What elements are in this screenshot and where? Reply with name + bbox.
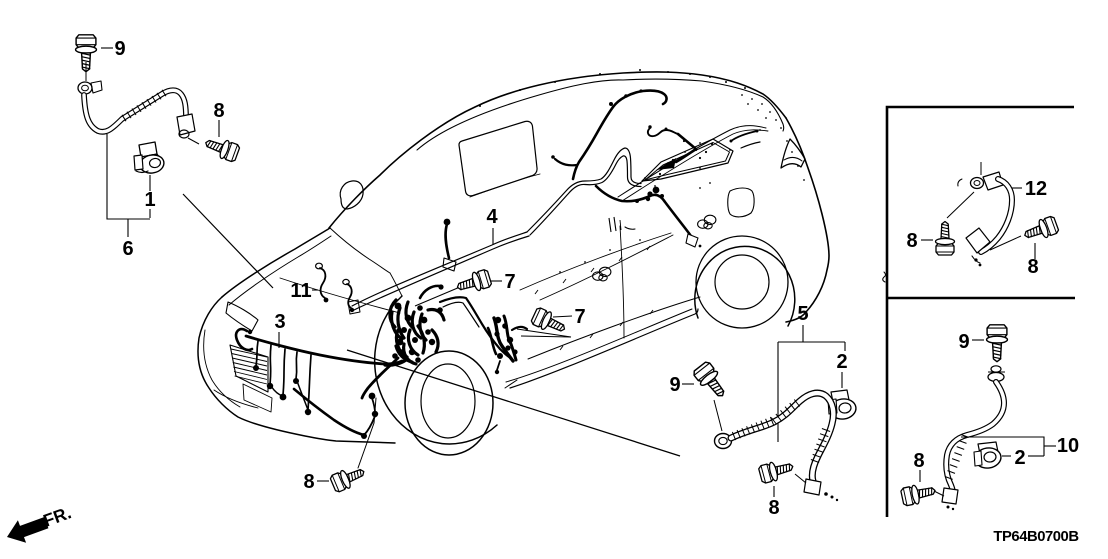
svg-text:2: 2 (836, 351, 847, 373)
svg-text:9: 9 (669, 374, 680, 396)
svg-text:8: 8 (913, 450, 924, 472)
svg-text:4: 4 (486, 206, 498, 228)
svg-text:8: 8 (1027, 256, 1038, 278)
svg-text:9: 9 (114, 38, 125, 60)
svg-text:5: 5 (797, 303, 808, 325)
svg-text:8: 8 (768, 497, 779, 519)
svg-text:1: 1 (144, 189, 155, 211)
svg-text:7: 7 (574, 306, 585, 328)
svg-text:TP64B0700B: TP64B0700B (993, 529, 1079, 545)
svg-text:9: 9 (958, 331, 969, 353)
svg-text:11: 11 (290, 280, 311, 302)
svg-text:10: 10 (1057, 435, 1079, 457)
svg-text:8: 8 (303, 471, 314, 493)
svg-text:3: 3 (274, 311, 285, 333)
svg-text:8: 8 (213, 100, 224, 122)
svg-text:6: 6 (122, 238, 133, 260)
svg-text:12: 12 (1025, 178, 1047, 200)
svg-text:8: 8 (906, 230, 917, 252)
svg-text:7: 7 (504, 271, 515, 293)
svg-text:2: 2 (1014, 447, 1025, 469)
